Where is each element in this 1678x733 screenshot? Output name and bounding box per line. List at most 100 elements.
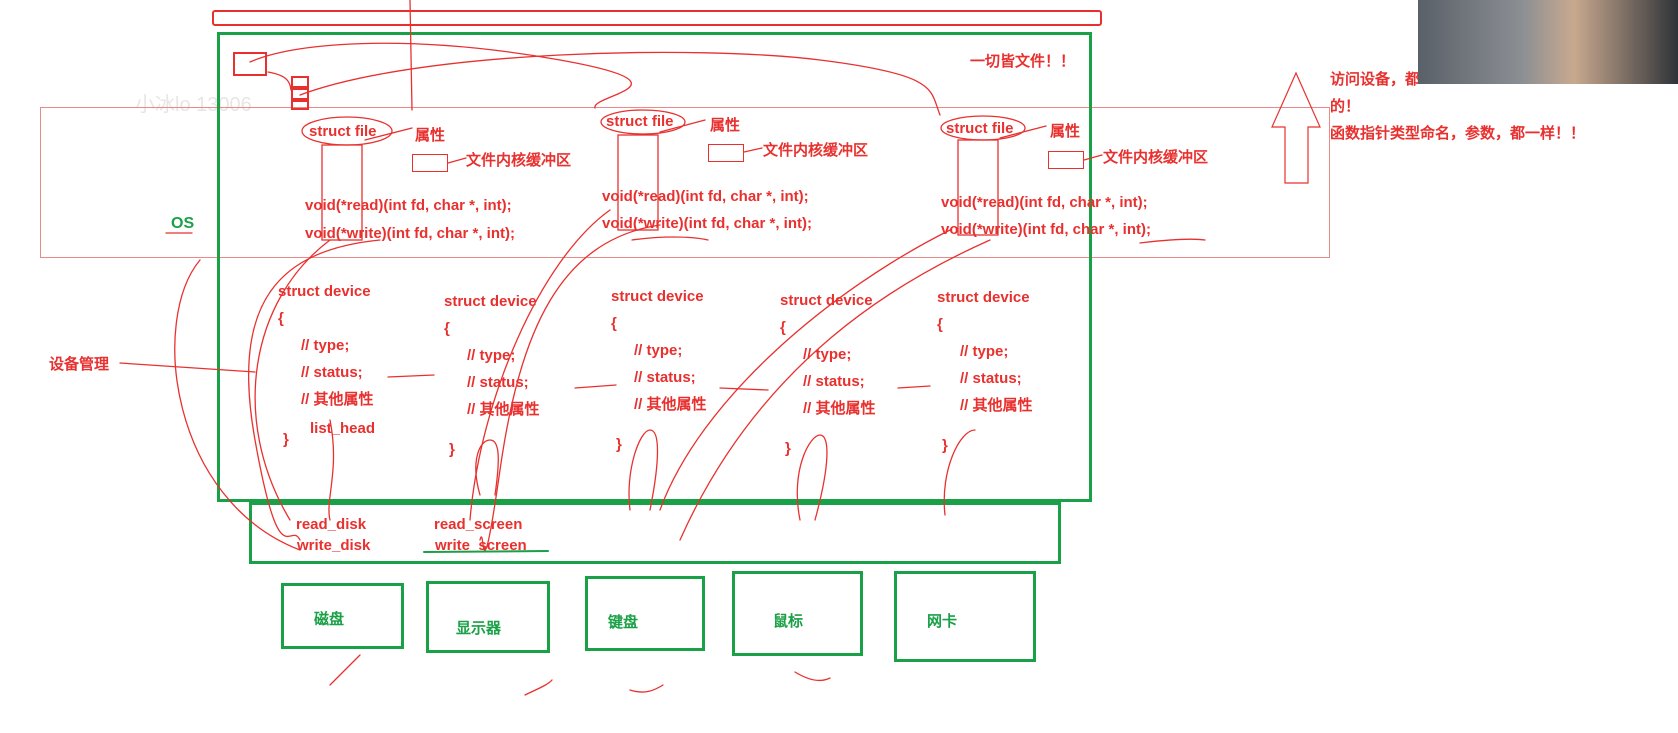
fd-link [249,42,632,109]
device-status: // status; [634,369,696,386]
driver-link [679,239,991,541]
driver-box [249,502,1061,564]
os-label: OS [171,215,195,232]
device-type: // type; [301,337,350,354]
struct-file-buffer: 文件内核缓冲区 [466,152,572,169]
device-title: struct device [278,283,371,300]
fd-slot-3 [291,100,309,110]
scribble [794,671,831,682]
device-open-brace: { [444,320,450,337]
device-loop [475,439,499,496]
buffer-arrow [743,147,763,153]
device-close-brace: } [283,431,289,448]
webcam-overlay [1418,0,1678,84]
hardware-nic: 网卡 [894,571,1036,662]
driver-link [469,209,611,521]
write-fn-ptr: void(*write)(int fd, char *, int); [305,225,515,242]
read-screen-fn: read_screen [434,516,523,533]
hardware-disk: 磁盘 [281,583,404,649]
read-disk-fn: read_disk [296,516,367,533]
fd-table-box [233,52,267,76]
fd-link [267,71,292,91]
driver-link [247,239,381,541]
device-open-brace: { [937,316,943,333]
device-chain-arrow [387,374,435,378]
struct-file-highlight [600,109,686,135]
device-close-brace: } [616,436,622,453]
read-fn-ptr: void(*read)(int fd, char *, int); [602,188,809,205]
side-note-line3: 函数指针类型命名，参数，都一样！！ [1330,125,1586,142]
top-note: 一切皆文件！！ [970,53,1076,70]
underline [1139,238,1206,244]
driver-link [174,259,301,551]
struct-file-body [957,139,999,236]
device-close-brace: } [942,437,948,454]
write-screen-underline [423,550,549,553]
device-other: // 其他属性 [467,401,540,418]
fd-slot-2 [291,88,309,100]
hardware-monitor: 显示器 [426,581,550,653]
buffer-arrow [1083,154,1103,161]
struct-file-highlight [940,115,1026,141]
device-chain-arrow [574,384,617,389]
driver-link [254,239,331,521]
device-chain-arrow [719,387,769,391]
device-title: struct device [937,289,1030,306]
device-open-brace: { [780,319,786,336]
device-status: // status; [467,374,529,391]
device-type: // type; [634,342,683,359]
device-status: // status; [301,364,363,381]
attr-arrow [364,127,413,141]
scribble [629,684,664,693]
device-list-head: list_head [310,420,376,437]
write-fn-ptr: void(*write)(int fd, char *, int); [941,221,1151,238]
device-other: // 其他属性 [803,400,876,417]
struct-file-title: struct file [606,113,674,130]
buffer-arrow [447,157,467,164]
device-loop [943,429,976,516]
attr-arrow [999,125,1047,139]
fd-link [409,0,413,111]
struct-file-body [321,144,363,241]
fd-link [299,51,941,116]
struct-file-attr: 属性 [710,117,741,134]
up-arrow [1271,71,1321,184]
watermark: 小冰lo 13006 [135,94,252,116]
device-status: // status; [960,370,1022,387]
read-fn-ptr: void(*read)(int fd, char *, int); [941,194,1148,211]
struct-file-title: struct file [946,120,1014,137]
driver-link [479,224,661,551]
hardware-label: 显示器 [456,620,502,637]
device-mgmt-arrow [119,362,256,373]
side-note-line1: 访问设备，都 [1330,71,1421,88]
device-open-brace: { [278,310,284,327]
write-screen-fn: write_screen [435,537,527,554]
underline [631,236,709,241]
scribble [329,654,361,686]
device-title: struct device [444,293,537,310]
struct-file-attr: 属性 [415,127,446,144]
hardware-label: 鼠标 [773,613,804,630]
struct-file-title: struct file [309,123,377,140]
device-chain-arrow [897,385,931,389]
hardware-keyboard: 键盘 [585,576,705,651]
device-other: // 其他属性 [960,397,1033,414]
kernel-box [217,32,1092,502]
driver-link [659,229,951,511]
read-fn-ptr: void(*read)(int fd, char *, int); [305,197,512,214]
device-close-brace: } [449,441,455,458]
struct-file-body [617,134,659,231]
device-open-brace: { [611,315,617,332]
device-title: struct device [780,292,873,309]
side-note-line2: 的！ [1330,98,1361,115]
attr-arrow [659,119,706,133]
struct-file-buffer: 文件内核缓冲区 [763,142,869,159]
write-fn-ptr: void(*write)(int fd, char *, int); [602,215,812,232]
hardware-mouse: 鼠标 [732,571,863,656]
device-status: // status; [803,373,865,390]
device-other: // 其他属性 [301,391,374,408]
hardware-label: 磁盘 [314,611,345,628]
device-other: // 其他属性 [634,396,707,413]
struct-file-buffer: 文件内核缓冲区 [1103,149,1209,166]
